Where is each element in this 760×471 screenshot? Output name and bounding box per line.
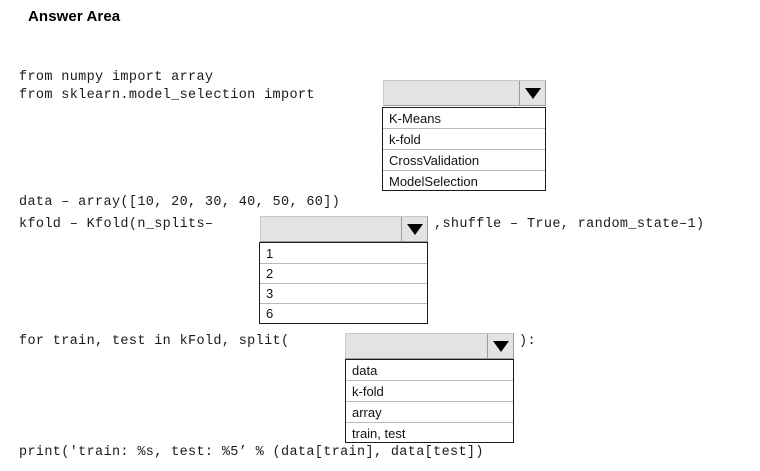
dropdown-option-k-fold[interactable]: k-fold [346,381,513,402]
dropdown-option-data[interactable]: data [346,360,513,381]
code-line-data-array: data – array([10, 20, 30, 40, 50, 60]) [19,195,341,210]
dropdown-option-crossvalidation[interactable]: CrossValidation [383,150,545,171]
code-line-print: print('train: %s, test: %5’ % (data[trai… [19,445,484,460]
dropdown-option-train-test[interactable]: train, test [352,425,406,441]
dropdown-option-modelselection[interactable]: ModelSelection [389,173,478,189]
page-title: Answer Area [28,8,121,25]
dropdown-split-argument-value [346,334,487,358]
chevron-down-glyph [524,87,541,99]
dropdown-list-split-argument[interactable]: data k-fold array train, test [345,359,514,443]
dropdown-option-k-means[interactable]: K-Means [383,108,545,129]
chevron-down-glyph [492,340,509,352]
code-line-import-numpy: from numpy import array [19,70,214,85]
chevron-down-icon[interactable] [487,334,513,358]
code-line-import-sklearn: from sklearn.model_selection import [19,88,315,103]
dropdown-option-3[interactable]: 3 [260,284,427,304]
chevron-down-icon[interactable] [519,81,545,105]
dropdown-import-target[interactable] [383,80,546,106]
dropdown-option-6[interactable]: 6 [266,306,274,321]
code-line-kfold-prefix: kfold – Kfold(n_splits– [19,217,214,232]
dropdown-split-argument[interactable] [345,333,514,359]
code-line-kfold-suffix: ,shuffle – True, random_state–1) [434,217,705,232]
dropdown-option-k-fold[interactable]: k-fold [383,129,545,150]
code-line-for-loop-suffix: ): [519,334,536,349]
dropdown-option-2[interactable]: 2 [260,264,427,284]
dropdown-list-import-target[interactable]: K-Means k-fold CrossValidation ModelSele… [382,107,546,191]
chevron-down-glyph [406,223,423,235]
dropdown-option-array[interactable]: array [346,402,513,423]
dropdown-list-n-splits[interactable]: 1 2 3 6 [259,242,428,324]
dropdown-import-target-value [384,81,519,105]
code-line-for-loop-prefix: for train, test in kFold, split( [19,334,290,349]
dropdown-option-1[interactable]: 1 [260,243,427,264]
dropdown-n-splits-value [261,217,401,241]
dropdown-n-splits[interactable] [260,216,428,242]
chevron-down-icon[interactable] [401,217,427,241]
